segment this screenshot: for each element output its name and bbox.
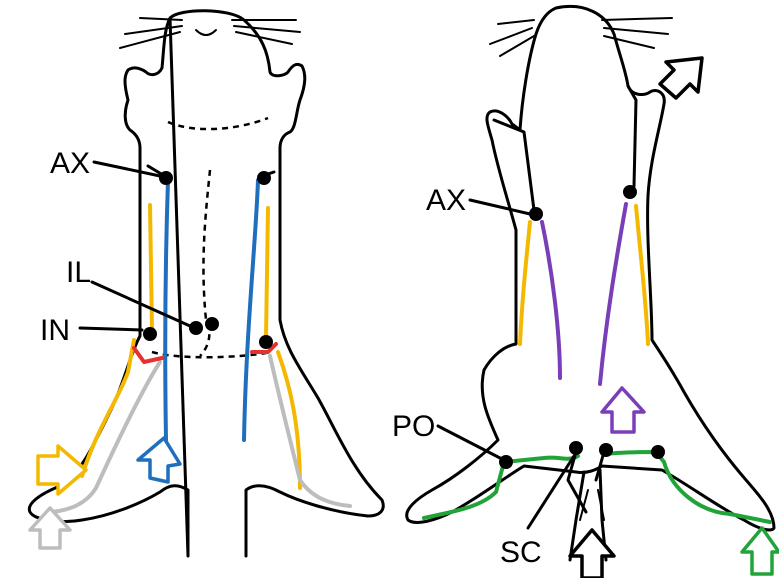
ventral-view-mouse: AX IL IN: [29, 11, 383, 556]
gray-arrow-icon: [30, 508, 70, 548]
popliteal-node-right: [651, 445, 665, 459]
blue-arrow-icon: [138, 438, 180, 482]
iliac-node-left: [189, 321, 203, 335]
po-leader-line: [438, 426, 500, 458]
purple-vessel-right: [600, 204, 626, 384]
purple-arrow-icon: [602, 388, 644, 432]
dorsal-body-outline: [407, 6, 774, 529]
label-il: IL: [66, 256, 91, 289]
whiskers-left-mouse: [120, 18, 300, 48]
label-sc: SC: [500, 536, 542, 569]
gray-vessel-right: [270, 356, 350, 506]
sacral-node-right: [599, 443, 613, 457]
sacral-stubs: [568, 452, 604, 512]
blue-vessel-right: [244, 180, 258, 440]
front-leg-right-detail: [628, 86, 636, 186]
yellow-vessel-dorsal-left: [520, 222, 530, 344]
neck-dashed-line: [168, 118, 268, 129]
red-vessel-left: [134, 348, 162, 362]
chin-mark: [196, 30, 216, 35]
yellow-vessel-dorsal-right: [636, 206, 648, 344]
axillary-node-left: [159, 171, 173, 185]
inguinal-node-left: [143, 327, 157, 341]
purple-vessel-left: [542, 222, 560, 378]
axillary-node-right: [257, 171, 271, 185]
iliac-node-right: [205, 317, 219, 331]
whiskers-right-mouse: [490, 18, 672, 56]
black-arrow-forelimb-icon: [660, 58, 702, 98]
label-po: PO: [392, 410, 435, 443]
yellow-arrow-icon: [38, 446, 86, 494]
dorsal-view-mouse: AX PO SC: [392, 6, 779, 578]
ax-dorsal-leader-line: [470, 200, 530, 214]
label-in: IN: [40, 314, 70, 347]
label-ax-ventral: AX: [50, 147, 90, 180]
blue-vessel-left: [165, 180, 168, 440]
black-arrow-tail-icon: [570, 530, 614, 578]
in-leader-line: [80, 328, 142, 330]
gray-vessel-left: [52, 362, 160, 512]
green-arrow-icon: [742, 528, 779, 574]
inguinal-node-right: [259, 335, 273, 349]
axillary-node-dorsal-right: [623, 185, 637, 199]
label-ax-dorsal: AX: [426, 184, 466, 217]
sacral-node-left: [569, 441, 583, 455]
front-leg-left-detail: [494, 120, 534, 210]
